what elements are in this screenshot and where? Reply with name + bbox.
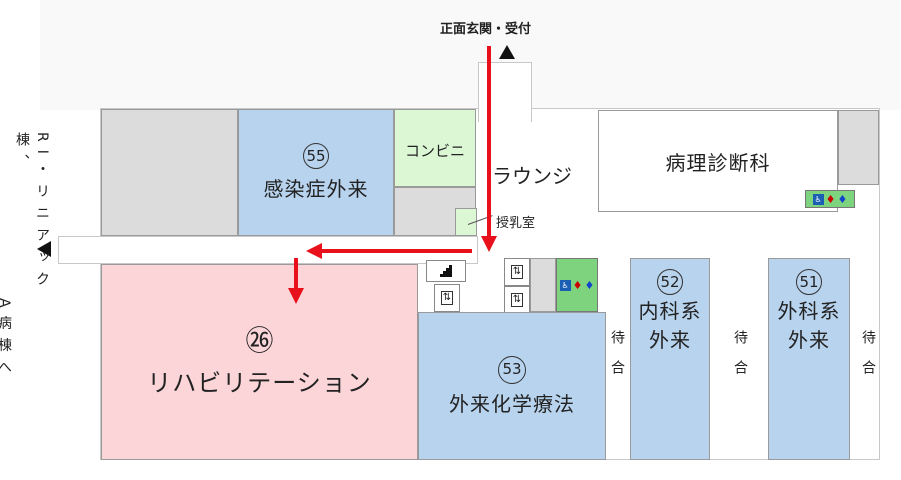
chemotherapy-label: 外来化学療法 [449, 391, 575, 416]
gray-room-4 [530, 258, 556, 312]
restroom-icon: ♦ [572, 278, 583, 292]
rehabilitation-room: ㉖ リハビリテーション [101, 264, 418, 460]
waiting-label-2: 待合 [732, 330, 748, 390]
room-number-55: 55 [303, 143, 329, 169]
internal-medicine-label-1: 内科系 [638, 299, 702, 323]
waiting-label-3: 待合 [860, 330, 876, 390]
nursing-room-label: 授乳室 [496, 216, 536, 231]
stairs-icon [440, 265, 452, 277]
lounge-label: ラウンジ [492, 164, 572, 188]
surgery-label-1: 外科系 [777, 299, 841, 323]
internal-medicine-label-2: 外来 [649, 328, 691, 352]
rehabilitation-label: リハビリテーション [147, 368, 372, 397]
surgery-label-2: 外来 [788, 328, 830, 352]
waiting-label-1: 待合 [609, 330, 625, 390]
side-label-bottom: A病棟へ [0, 298, 12, 382]
chemotherapy-room: 53 外来化学療法 [418, 312, 606, 460]
room-number-53: 53 [498, 355, 526, 384]
elevator-icon: ⇅ [510, 265, 524, 279]
entrance-label: 正面玄関・受付 [440, 22, 532, 37]
room-number-26: ㉖ [245, 323, 274, 357]
pathology-label: 病理診断科 [665, 150, 771, 175]
elevator-1: ⇅ [434, 284, 460, 312]
gray-room-3 [838, 110, 879, 185]
restroom-icon-male: ♦ [584, 278, 595, 292]
surgery-room: 51 外科系 外来 [768, 258, 850, 460]
room-number-52: 52 [657, 269, 683, 295]
background-pattern [40, 0, 900, 110]
wheelchair-icon: ♿ [559, 279, 571, 291]
gray-room-1 [101, 109, 238, 236]
convenience-store-label: コンビニ [404, 142, 465, 160]
infection-clinic-room: 55 感染症外来 [238, 109, 394, 236]
wheelchair-icon: ♿ [812, 193, 824, 205]
infection-clinic-label: 感染症外来 [263, 177, 369, 201]
internal-medicine-room: 52 内科系 外来 [630, 258, 710, 460]
convenience-store-room: コンビニ [394, 109, 476, 187]
elevator-3: ⇅ [504, 286, 530, 314]
room-number-51: 51 [796, 269, 822, 295]
elevator-2: ⇅ [504, 258, 530, 286]
entrance-triangle-icon [499, 45, 515, 59]
restroom-top-right: ♿ ♦♦ [805, 190, 855, 208]
restroom-icon-male: ♦ [837, 192, 848, 206]
west-triangle-icon [37, 241, 51, 257]
pathology-room: 病理診断科 [598, 110, 838, 212]
side-label-top: RI・リニアック棟、 [14, 132, 50, 294]
stairs-box [426, 260, 466, 282]
restroom-center: ♿ ♦♦ [556, 258, 598, 312]
nursing-room [455, 208, 477, 236]
elevator-icon: ⇅ [510, 293, 524, 307]
elevator-icon: ⇅ [440, 291, 454, 305]
restroom-icon: ♦ [825, 192, 836, 206]
